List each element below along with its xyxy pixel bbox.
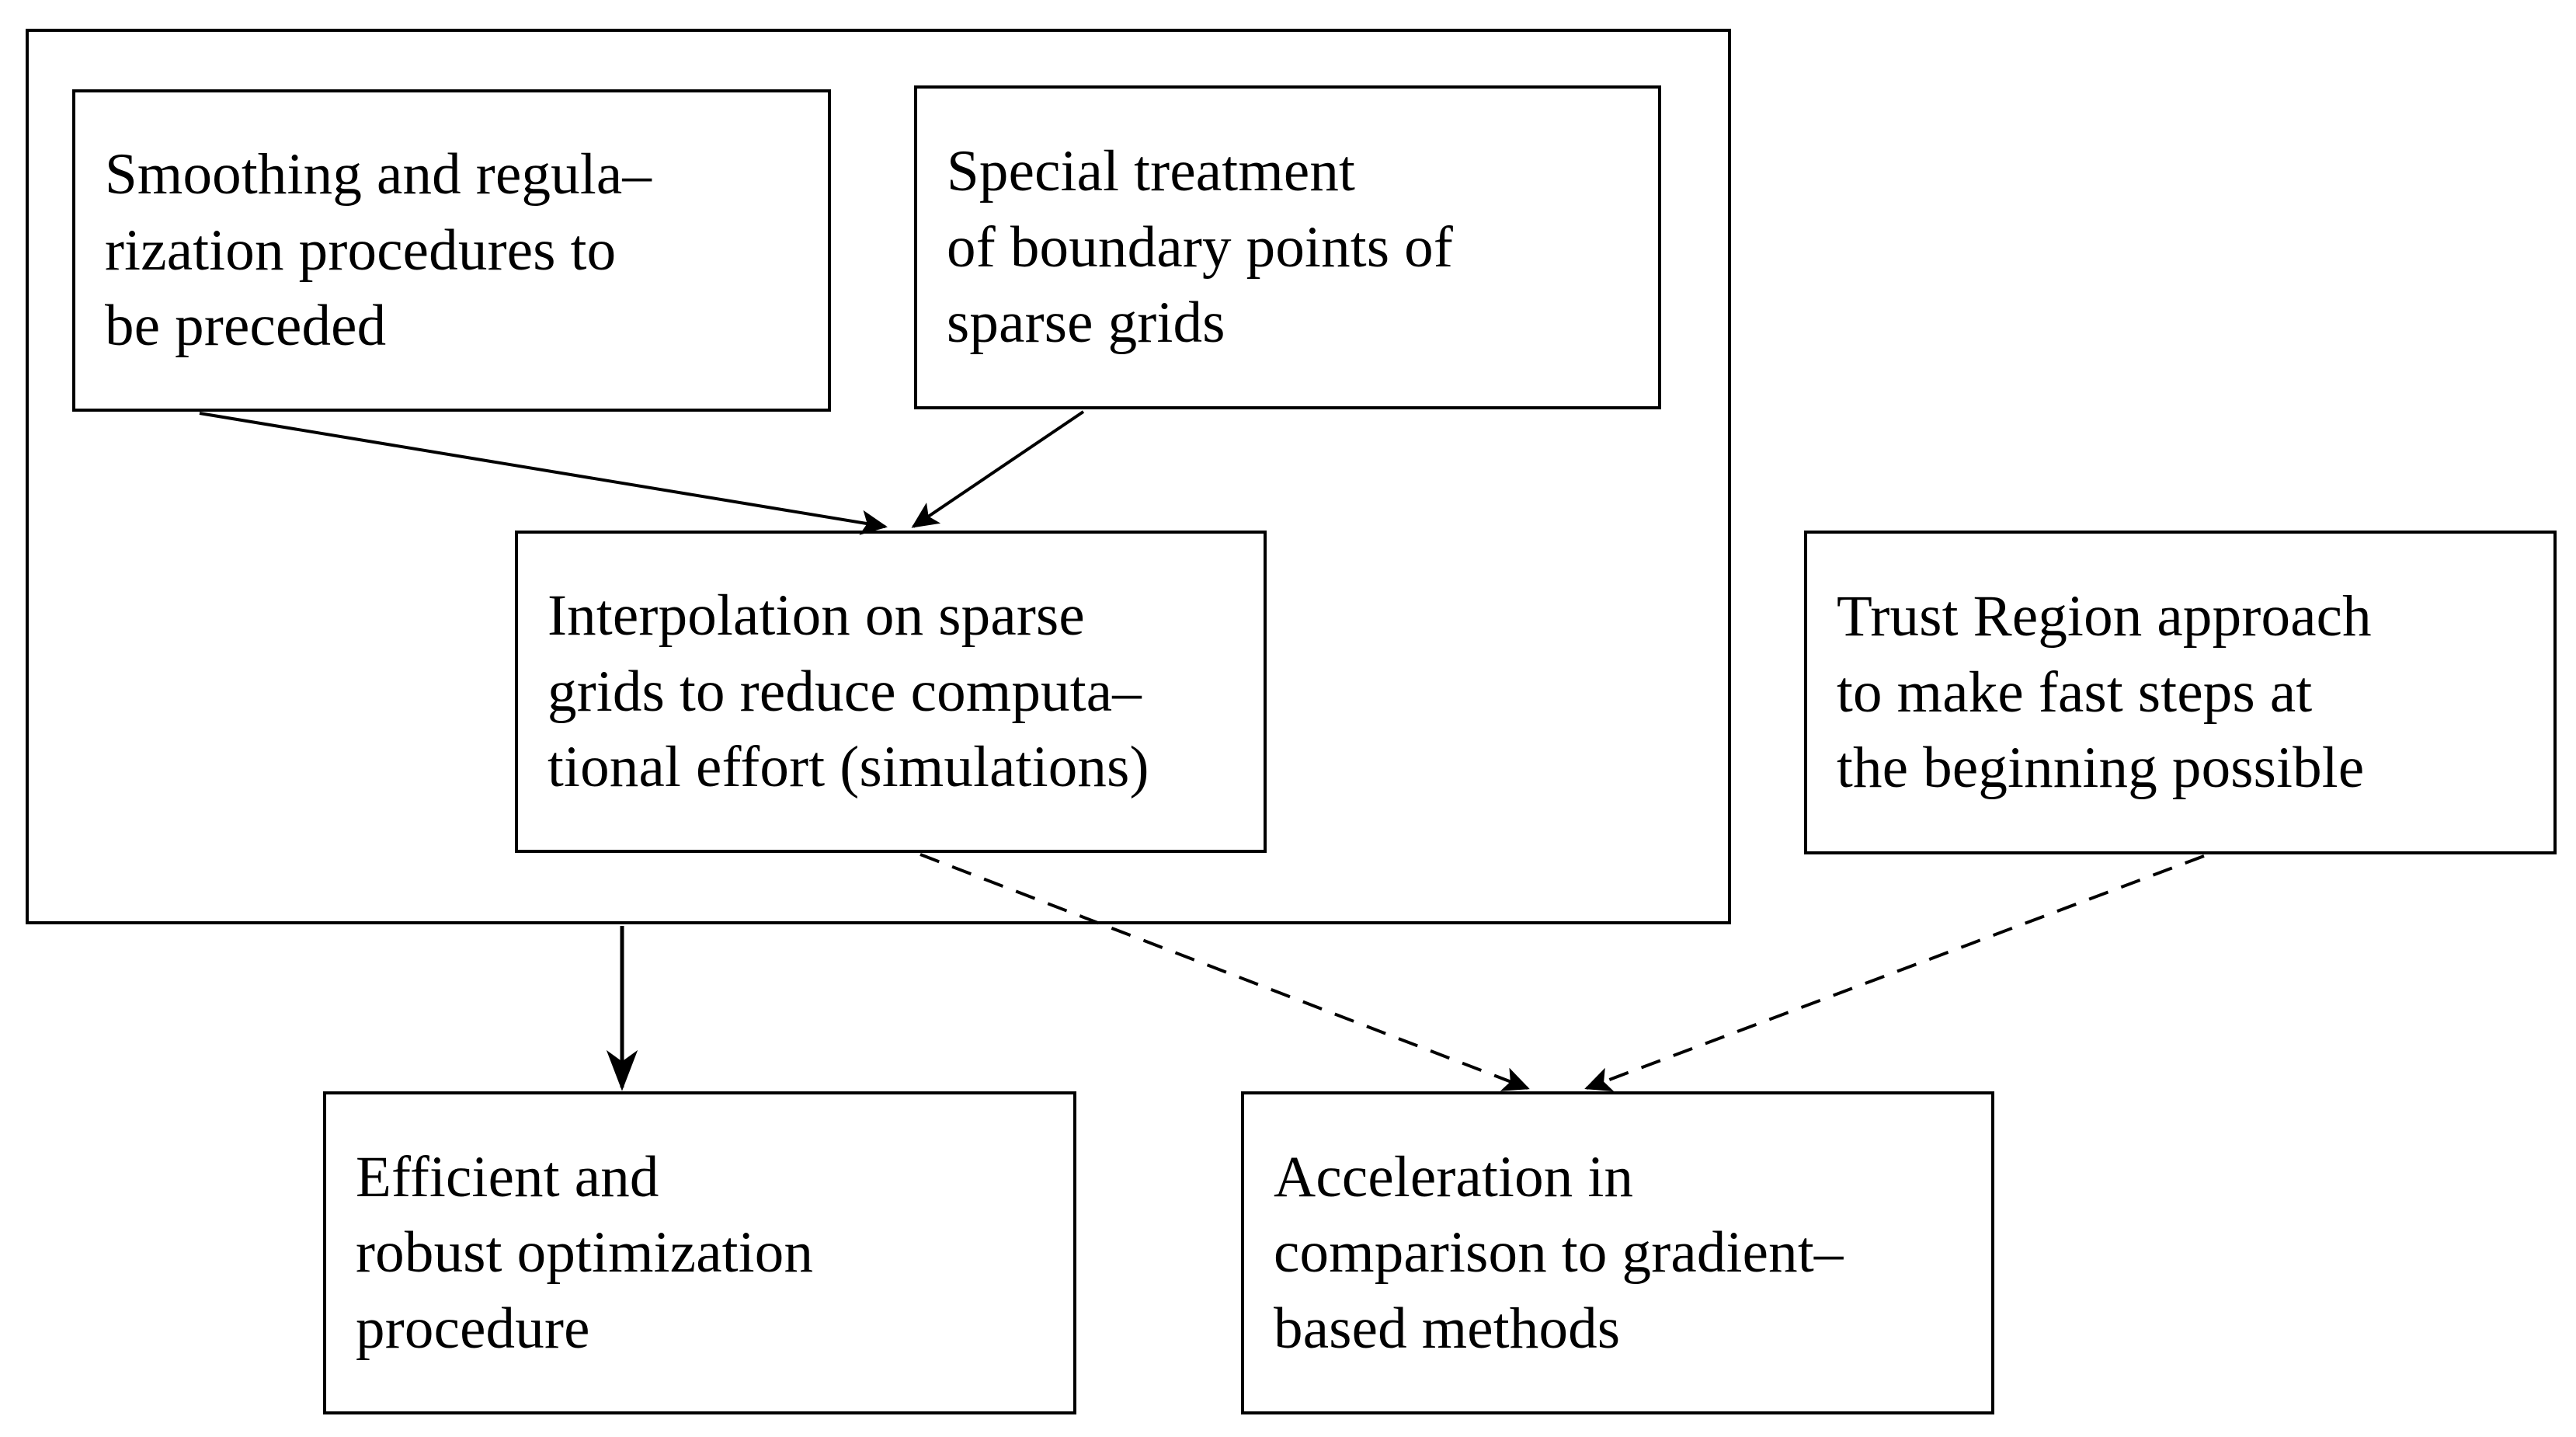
node-efficient-robust-optimization[interactable]: Efficient and robust optimization proced… xyxy=(323,1091,1076,1414)
node-special-treatment-boundary[interactable]: Special treatment of boundary points of … xyxy=(914,85,1661,409)
node-efficient-label: Efficient and robust optimization proced… xyxy=(356,1144,814,1361)
node-trust-region-approach[interactable]: Trust Region approach to make fast steps… xyxy=(1804,531,2557,854)
node-trust-region-label: Trust Region approach to make fast steps… xyxy=(1837,584,2372,801)
node-acceleration-comparison[interactable]: Acceleration in comparison to gradient– … xyxy=(1241,1091,1994,1414)
node-acceleration-label: Acceleration in comparison to gradient– … xyxy=(1274,1144,1844,1361)
node-smoothing-and-regularization[interactable]: Smoothing and regula– rization procedure… xyxy=(72,89,831,412)
node-boundary-label: Special treatment of boundary points of … xyxy=(947,139,1454,356)
methods-group-frame xyxy=(26,29,1731,924)
node-interpolation-label: Interpolation on sparse grids to reduce … xyxy=(548,583,1149,800)
node-smoothing-label: Smoothing and regula– rization procedure… xyxy=(105,142,652,359)
node-interpolation-sparse-grids[interactable]: Interpolation on sparse grids to reduce … xyxy=(515,531,1267,853)
